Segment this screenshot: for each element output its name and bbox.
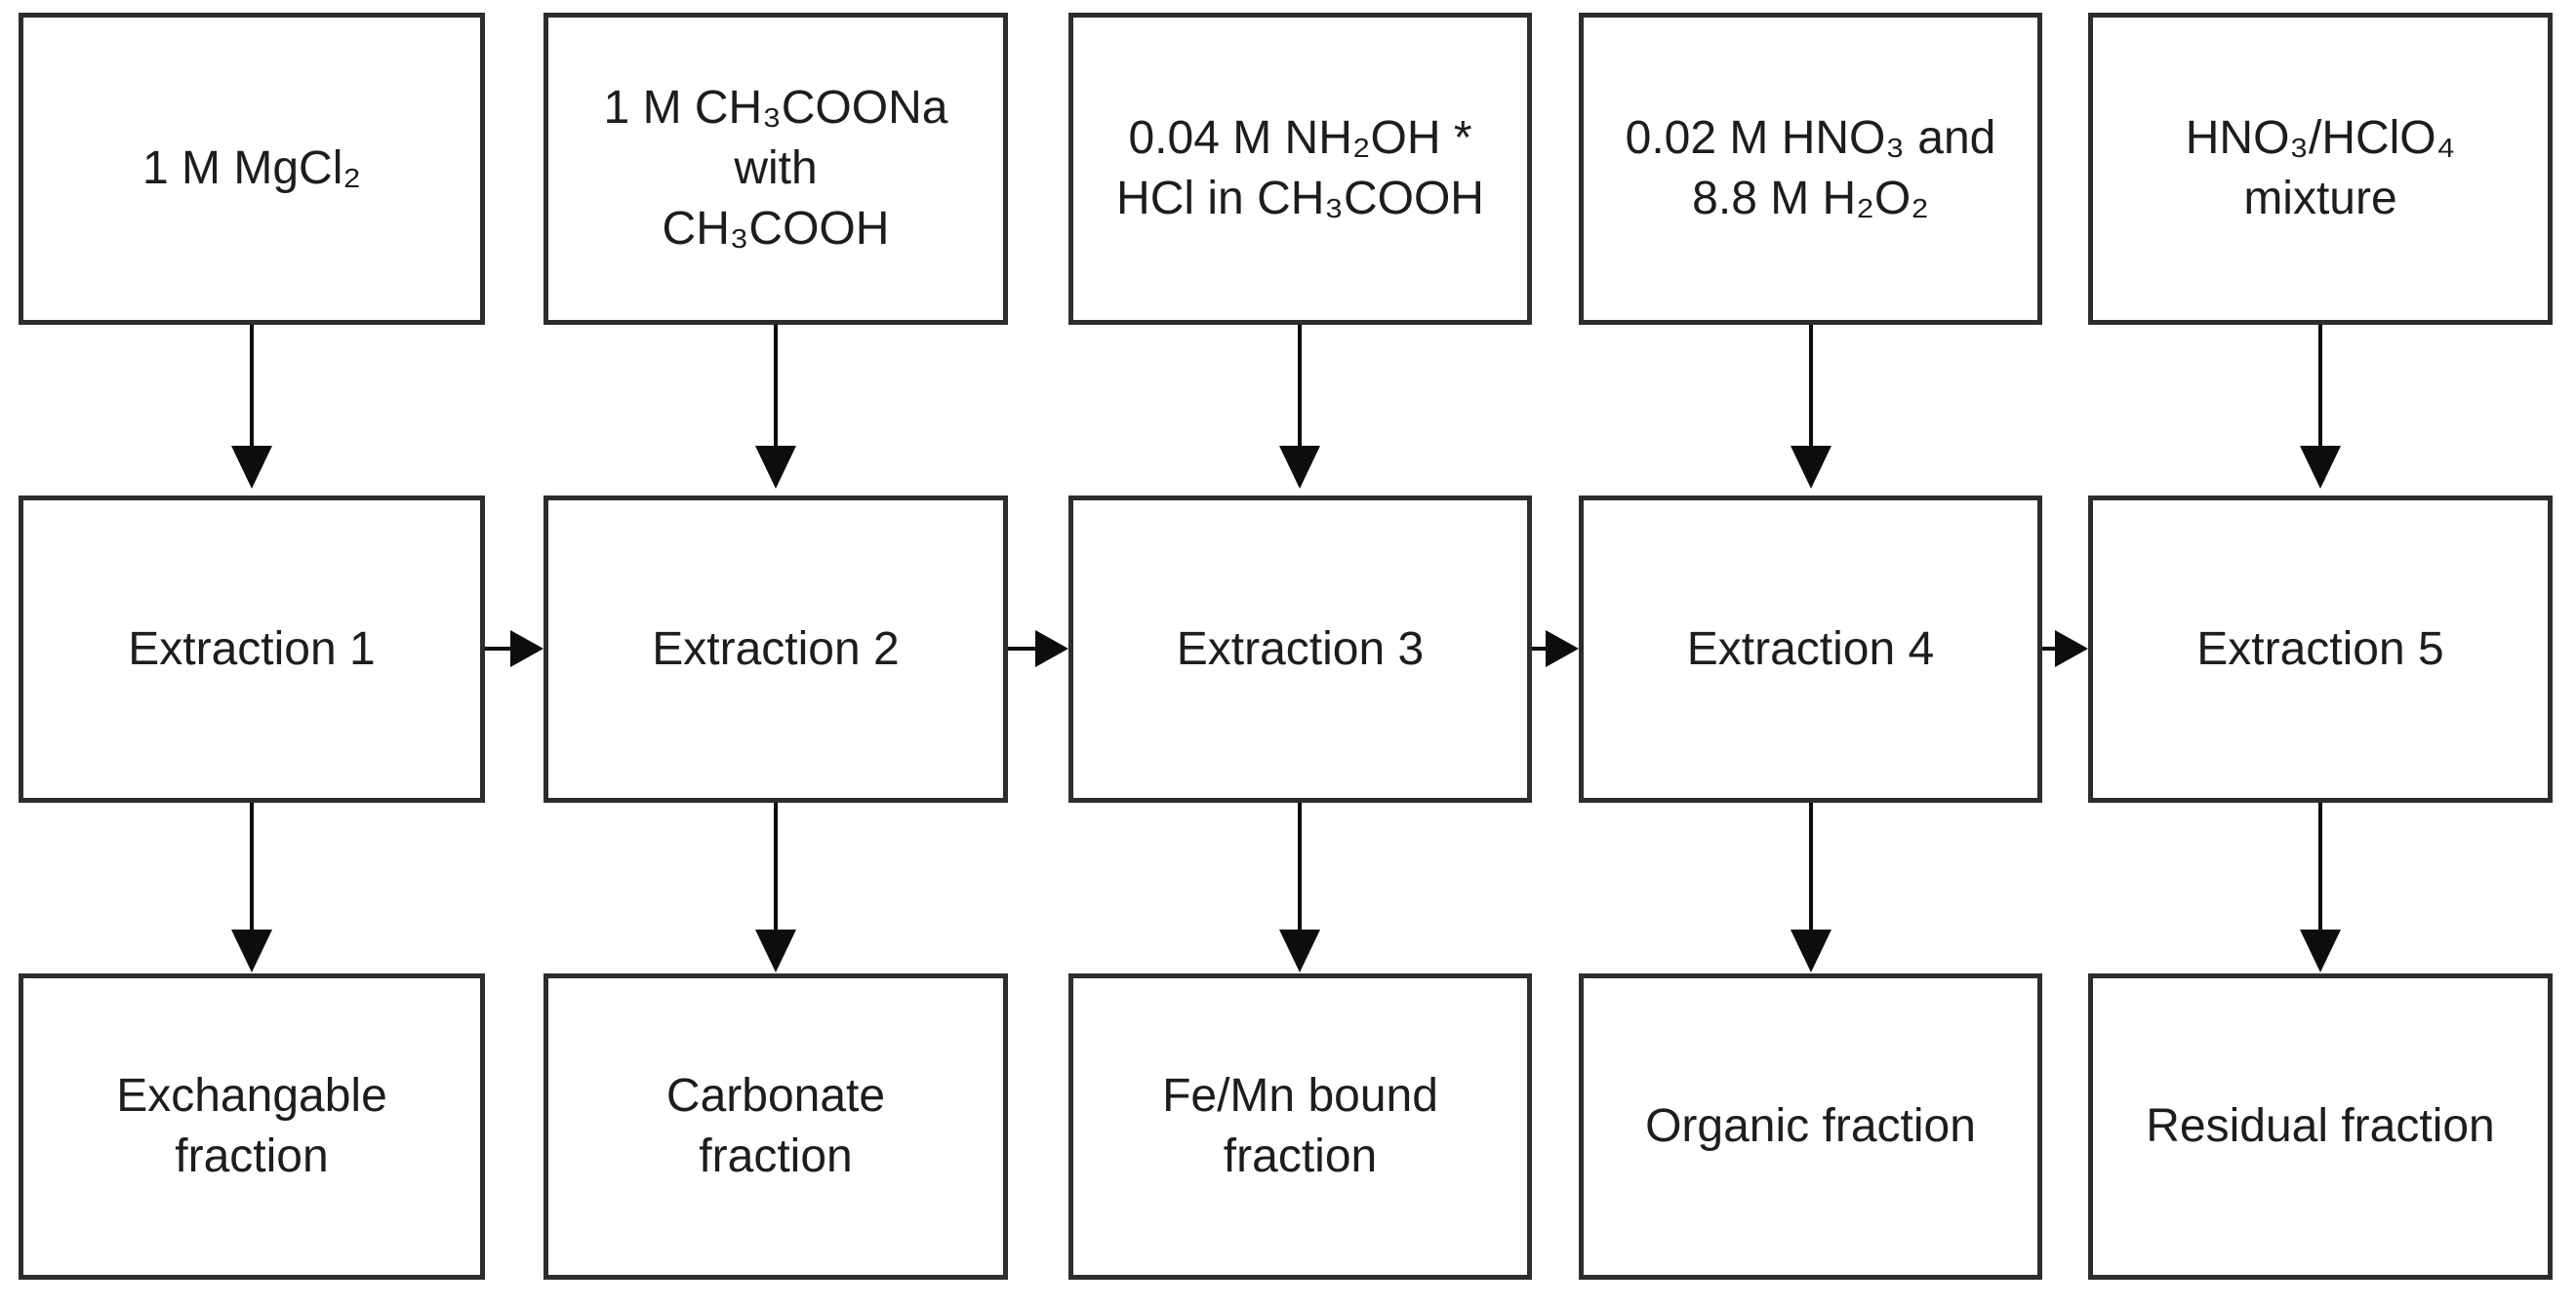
arrow-line xyxy=(2042,647,2059,651)
arrow-line xyxy=(1809,803,1813,931)
arrow-head-icon xyxy=(755,930,796,972)
arrow-head-icon xyxy=(1546,630,1579,667)
arrow-head-icon xyxy=(1791,446,1831,489)
arrow-line xyxy=(250,803,254,931)
extraction-box-3: Extraction 3 xyxy=(1068,495,1532,803)
right-arrow-extraction-2-3 xyxy=(1008,630,1068,667)
extraction-label-4: Extraction 4 xyxy=(1686,622,1935,675)
arrow-head-icon xyxy=(1279,930,1320,972)
down-arrow-reagent-2 xyxy=(755,325,796,489)
fraction-box-2: Carbonate fraction xyxy=(543,973,1008,1280)
extraction-label-2: Extraction 2 xyxy=(652,622,900,675)
arrow-head-icon xyxy=(1791,930,1831,972)
fraction-label-2: Carbonate fraction xyxy=(665,1070,886,1182)
reagent-box-2: 1 M CH₃COONa with CH₃COOH xyxy=(543,13,1008,325)
arrow-line xyxy=(2318,803,2322,931)
arrow-line xyxy=(1298,325,1302,448)
down-arrow-reagent-4 xyxy=(1791,325,1831,489)
arrow-line xyxy=(1532,647,1550,651)
extraction-box-1: Extraction 1 xyxy=(19,495,485,803)
reagent-box-4: 0.02 M HNO₃ and 8.8 M H₂O₂ xyxy=(1579,13,2042,325)
right-arrow-extraction-4-5 xyxy=(2042,630,2088,667)
arrow-line xyxy=(1809,325,1813,448)
arrow-line xyxy=(2318,325,2322,448)
fraction-label-4: Organic fraction xyxy=(1645,1100,1976,1152)
fraction-label-3: Fe/Mn bound fraction xyxy=(1162,1070,1438,1182)
reagent-box-5: HNO₃/HClO₄ mixture xyxy=(2088,13,2553,325)
extraction-label-1: Extraction 1 xyxy=(128,622,376,675)
arrow-head-icon xyxy=(755,446,796,489)
down-arrow-reagent-5 xyxy=(2300,325,2341,489)
arrow-line xyxy=(250,325,254,448)
reagent-label-2: 1 M CH₃COONa with CH₃COOH xyxy=(603,82,948,255)
arrow-line xyxy=(485,647,514,651)
arrow-head-icon xyxy=(2300,930,2341,972)
down-arrow-extraction-3 xyxy=(1279,803,1320,972)
fraction-box-3: Fe/Mn bound fraction xyxy=(1068,973,1532,1280)
arrow-head-icon xyxy=(1279,446,1320,489)
right-arrow-extraction-3-4 xyxy=(1532,630,1579,667)
down-arrow-reagent-3 xyxy=(1279,325,1320,489)
arrow-head-icon xyxy=(510,630,543,667)
reagent-label-5: HNO₃/HClO₄ mixture xyxy=(2185,112,2456,224)
reagent-box-3: 0.04 M NH₂OH * HCl in CH₃COOH xyxy=(1068,13,1532,325)
extraction-box-5: Extraction 5 xyxy=(2088,495,2553,803)
arrow-head-icon xyxy=(231,930,272,972)
arrow-line xyxy=(1298,803,1302,931)
reagent-label-4: 0.02 M HNO₃ and 8.8 M H₂O₂ xyxy=(1625,112,1996,224)
reagent-box-1: 1 M MgCl₂ xyxy=(19,13,485,325)
down-arrow-extraction-1 xyxy=(231,803,272,972)
arrow-head-icon xyxy=(231,446,272,489)
extraction-label-3: Extraction 3 xyxy=(1176,622,1425,675)
fraction-box-1: Exchangable fraction xyxy=(19,973,485,1280)
arrow-head-icon xyxy=(2300,446,2341,489)
down-arrow-extraction-2 xyxy=(755,803,796,972)
reagent-label-3: 0.04 M NH₂OH * HCl in CH₃COOH xyxy=(1116,112,1484,224)
reagent-label-1: 1 M MgCl₂ xyxy=(142,142,361,194)
down-arrow-extraction-5 xyxy=(2300,803,2341,972)
arrow-line xyxy=(1008,647,1039,651)
right-arrow-extraction-1-2 xyxy=(485,630,543,667)
fraction-box-4: Organic fraction xyxy=(1579,973,2042,1280)
arrow-line xyxy=(774,803,778,931)
extraction-label-5: Extraction 5 xyxy=(2196,622,2444,675)
down-arrow-reagent-1 xyxy=(231,325,272,489)
arrow-head-icon xyxy=(1035,630,1068,667)
extraction-box-2: Extraction 2 xyxy=(543,495,1008,803)
arrow-head-icon xyxy=(2055,630,2088,667)
fraction-label-1: Exchangable fraction xyxy=(116,1070,387,1182)
arrow-line xyxy=(774,325,778,448)
fraction-box-5: Residual fraction xyxy=(2088,973,2553,1280)
down-arrow-extraction-4 xyxy=(1791,803,1831,972)
extraction-box-4: Extraction 4 xyxy=(1579,495,2042,803)
fraction-label-5: Residual fraction xyxy=(2146,1100,2495,1152)
